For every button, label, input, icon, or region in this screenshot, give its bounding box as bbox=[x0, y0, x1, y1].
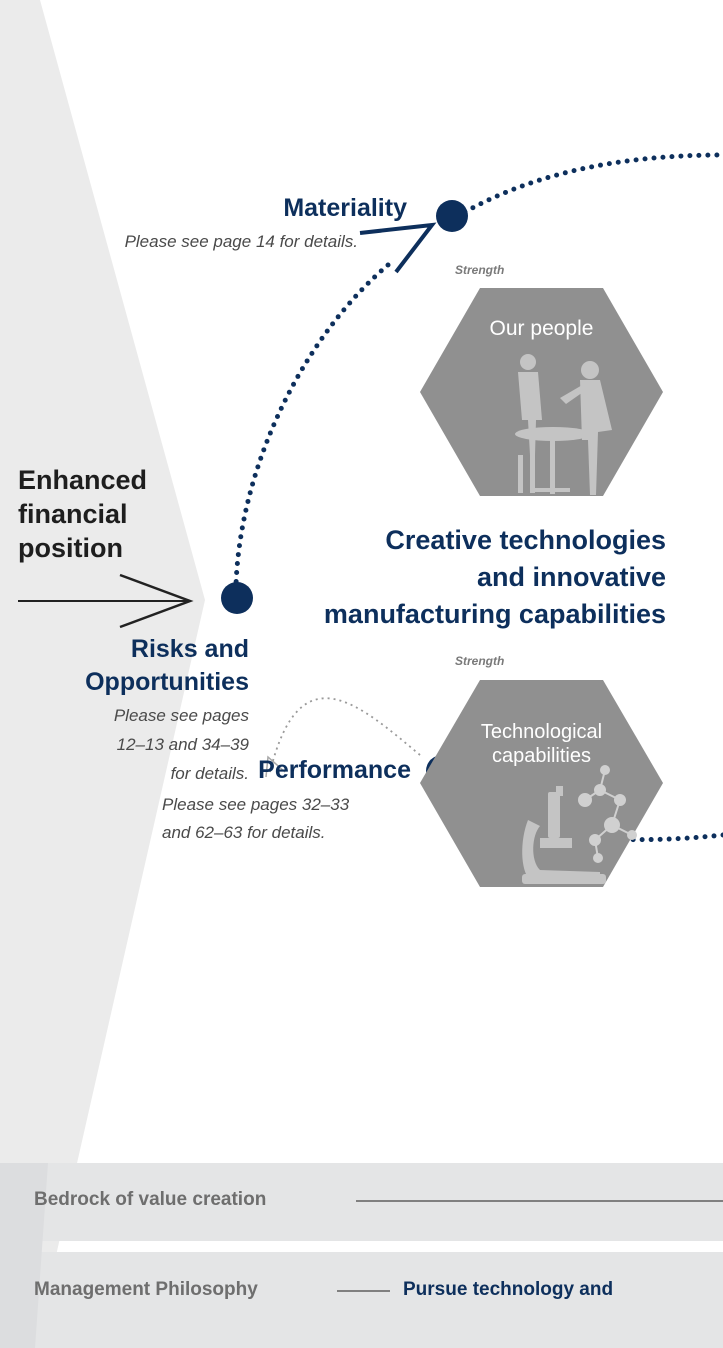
philosophy-band-bg bbox=[0, 1252, 723, 1348]
enhanced-line-2: financial bbox=[18, 499, 128, 529]
bedrock-label: Bedrock of value creation bbox=[34, 1189, 267, 1210]
strength-tag-bottom: Strength bbox=[455, 654, 505, 668]
left-gray-wedge bbox=[0, 0, 205, 1348]
microscope-molecule-icon bbox=[522, 765, 637, 884]
risks-node bbox=[221, 582, 253, 614]
risks-note-line-3: for details. bbox=[170, 764, 249, 783]
people-meeting-icon bbox=[515, 354, 612, 495]
materiality-title: Materiality bbox=[283, 194, 407, 222]
risks-faint-arrowhead bbox=[265, 755, 286, 778]
bedrock-band-bg bbox=[0, 1163, 723, 1241]
band-wedge-overlay bbox=[0, 1163, 48, 1348]
risks-note-line-1: Please see pages bbox=[113, 706, 249, 725]
technological-line-2: capabilities bbox=[492, 745, 591, 767]
center-line-3: manufacturing capabilities bbox=[323, 599, 666, 629]
technological-line-1: Technological bbox=[480, 721, 603, 743]
center-line-1: Creative technologies bbox=[385, 525, 666, 555]
risks-title: Risks and Opportunities bbox=[85, 633, 249, 699]
financial-arrowhead bbox=[119, 573, 194, 629]
enhanced-line-3: position bbox=[18, 533, 123, 563]
strength-tag-top: Strength bbox=[455, 263, 505, 277]
center-title: Creative technologies and innovative man… bbox=[324, 522, 666, 633]
performance-note-line-1: Please see pages 32–33 bbox=[162, 795, 350, 814]
performance-note: Please see pages 32–33 and 62–63 for det… bbox=[162, 791, 349, 847]
our-people-label: Our people bbox=[489, 317, 594, 340]
risks-note: Please see pages 12–13 and 34–39 for det… bbox=[114, 701, 249, 788]
materiality-arrowhead bbox=[359, 222, 437, 274]
performance-note-line-2: and 62–63 for details. bbox=[162, 823, 326, 842]
materiality-node bbox=[436, 200, 468, 232]
enhanced-financial-position: Enhanced financial position bbox=[18, 463, 147, 565]
risks-title-line-2: Opportunities bbox=[85, 668, 249, 696]
philosophy-value: Pursue technology and bbox=[403, 1279, 614, 1300]
technological-hexagon bbox=[420, 680, 663, 887]
dotted-arc-left bbox=[233, 262, 391, 588]
materiality-note: Please see page 14 for details. bbox=[124, 232, 358, 251]
faint-dotted-arc bbox=[269, 697, 421, 773]
risks-note-line-2: 12–13 and 34–39 bbox=[116, 735, 249, 754]
center-line-2: and innovative bbox=[476, 562, 666, 592]
our-people-hexagon bbox=[420, 288, 663, 496]
technological-label: Technological capabilities bbox=[420, 720, 663, 768]
risks-title-line-1: Risks and bbox=[130, 635, 249, 663]
performance-title: Performance bbox=[258, 756, 411, 784]
dotted-arc-top bbox=[462, 152, 723, 215]
philosophy-label: Management Philosophy bbox=[34, 1279, 258, 1300]
enhanced-line-1: Enhanced bbox=[18, 465, 148, 495]
